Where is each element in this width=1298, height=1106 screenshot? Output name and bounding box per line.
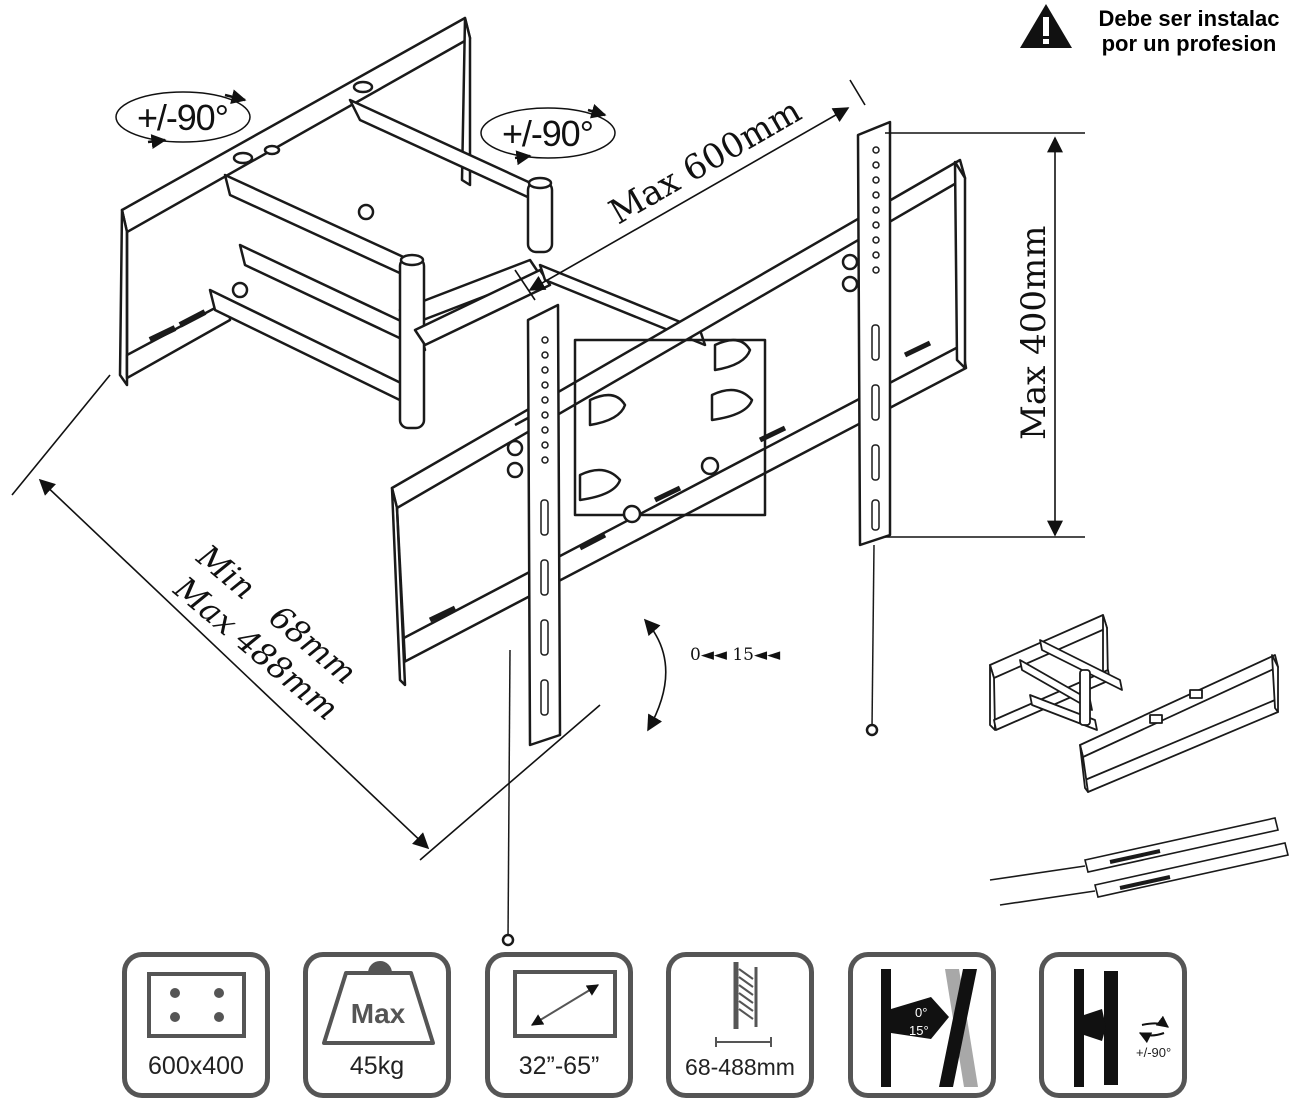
spec-extension-label: 68-488mm	[685, 1054, 795, 1080]
tilt-icon: 0° 15°	[881, 969, 978, 1087]
max-height-label: Max 400mm	[1014, 226, 1054, 440]
warning-line-1: Debe ser instalac	[1098, 6, 1280, 31]
bracket-holes	[540, 146, 880, 716]
wall-extension-icon	[715, 962, 772, 1047]
swivel-arms	[208, 98, 707, 430]
swivel-icon: +/-90°	[1074, 969, 1171, 1087]
tilt-angle-label: 0◄◄ 15◄◄	[690, 645, 781, 665]
spec-screen-size-label: 32”-65”	[518, 1052, 600, 1080]
warning-line-2: por un profesion	[1101, 31, 1277, 56]
spec-vesa-label: 600x400	[148, 1052, 244, 1080]
tilt-15-text: 15°	[909, 1023, 929, 1038]
spec-screen-size: 32”-65”	[485, 952, 633, 1098]
spec-tilt: 0° 15°	[848, 952, 996, 1098]
swivel-indicators	[115, 89, 616, 166]
max-load-text: Max	[351, 998, 406, 1029]
spec-vesa: 600x400	[122, 952, 270, 1098]
installation-warning: Debe ser instalac por un profesion	[1080, 6, 1298, 56]
dimension-lines	[11, 79, 1085, 861]
spec-max-load: Max 45kg	[303, 952, 451, 1098]
warning-triangle-icon	[1020, 4, 1072, 48]
screen-size-icon	[513, 970, 617, 1038]
swivel-right-label: +/-90°	[502, 113, 594, 154]
max-width-label: Max 600mm	[603, 91, 809, 233]
tilt-0-text: 0°	[915, 1005, 927, 1020]
max-load-weight-icon: Max	[322, 961, 435, 1045]
bracket-strips-preview	[989, 817, 1289, 906]
swivel-left-label: +/-90°	[137, 97, 229, 138]
swivel-text: +/-90°	[1136, 1045, 1171, 1060]
vesa-pattern-icon	[147, 972, 246, 1038]
spec-max-load-label: 45kg	[349, 1052, 405, 1080]
mount-preview	[989, 614, 1279, 793]
spec-extension: 68-488mm	[666, 952, 814, 1098]
spec-swivel: +/-90°	[1039, 952, 1187, 1098]
wall-plate	[118, 16, 472, 387]
